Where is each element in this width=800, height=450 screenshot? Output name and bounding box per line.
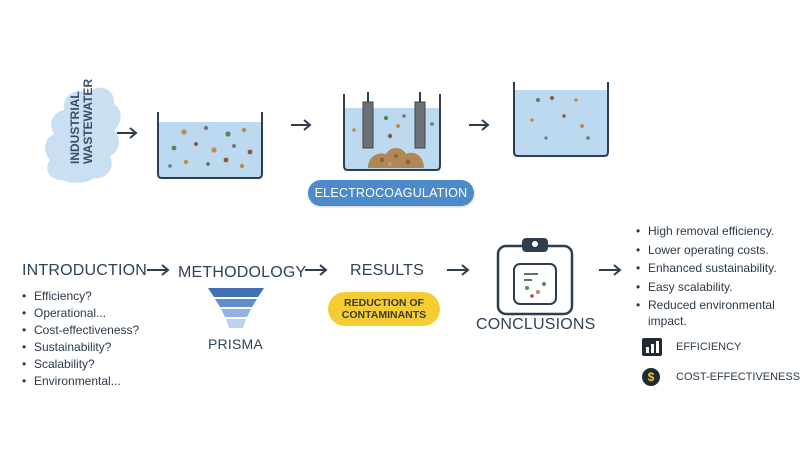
introduction-list: Efficiency? Operational... Cost-effectiv… xyxy=(22,288,139,390)
arrow-right-icon xyxy=(147,264,170,276)
legend-efficiency: EFFICIENCY xyxy=(642,338,741,356)
prisma-funnel-icon xyxy=(208,288,264,328)
dollar-icon: $ xyxy=(642,368,660,386)
list-item: Environmental... xyxy=(22,373,139,390)
list-item: Cost-effectiveness? xyxy=(22,322,139,339)
arrow-right-icon xyxy=(599,264,622,276)
arrow-right-icon xyxy=(117,127,138,139)
arrow-right-icon xyxy=(447,264,470,276)
industrial-wastewater-cloud: INDUSTRIAL WASTEWATER xyxy=(44,78,120,174)
arrow-right-icon xyxy=(291,119,312,131)
list-item: Scalability? xyxy=(22,356,139,373)
conclusions-heading: CONCLUSIONS xyxy=(476,316,596,333)
arrow-right-icon xyxy=(469,119,490,131)
list-item: Lower operating costs. xyxy=(636,243,786,259)
list-item: Easy scalability. xyxy=(636,280,786,296)
prisma-label: PRISMA xyxy=(208,336,263,352)
clipboard-icon xyxy=(496,238,574,316)
introduction-heading: INTRODUCTION xyxy=(22,262,148,279)
methodology-heading: METHODOLOGY xyxy=(178,264,307,281)
list-item: High removal efficiency. xyxy=(636,224,786,240)
legend-label: EFFICIENCY xyxy=(676,341,742,353)
electrocoagulation-tank xyxy=(343,92,441,171)
results-heading: RESULTS xyxy=(350,262,425,279)
list-item: Sustainability? xyxy=(22,339,139,356)
cloud-shape xyxy=(45,87,121,183)
arrow-right-icon xyxy=(305,264,328,276)
source-label: INDUSTRIAL WASTEWATER xyxy=(68,78,95,164)
list-item: Efficiency? xyxy=(22,288,139,305)
results-badge: REDUCTION OF CONTAMINANTS xyxy=(328,292,440,326)
raw-wastewater-tank xyxy=(157,112,263,179)
conclusions-list: High removal efficiency. Lower operating… xyxy=(636,224,786,329)
legend-cost-effectiveness: $ COST-EFFECTIVENESS xyxy=(642,368,800,386)
legend-label: COST-EFFECTIVENESS xyxy=(676,371,800,383)
electrocoagulation-badge: ELECTROCOAGULATION xyxy=(308,180,474,206)
list-item: Enhanced sustainability. xyxy=(636,261,786,277)
treated-water-tank xyxy=(513,82,609,157)
list-item: Reduced environmental impact. xyxy=(636,298,786,329)
bar-chart-icon xyxy=(642,338,662,356)
list-item: Operational... xyxy=(22,305,139,322)
